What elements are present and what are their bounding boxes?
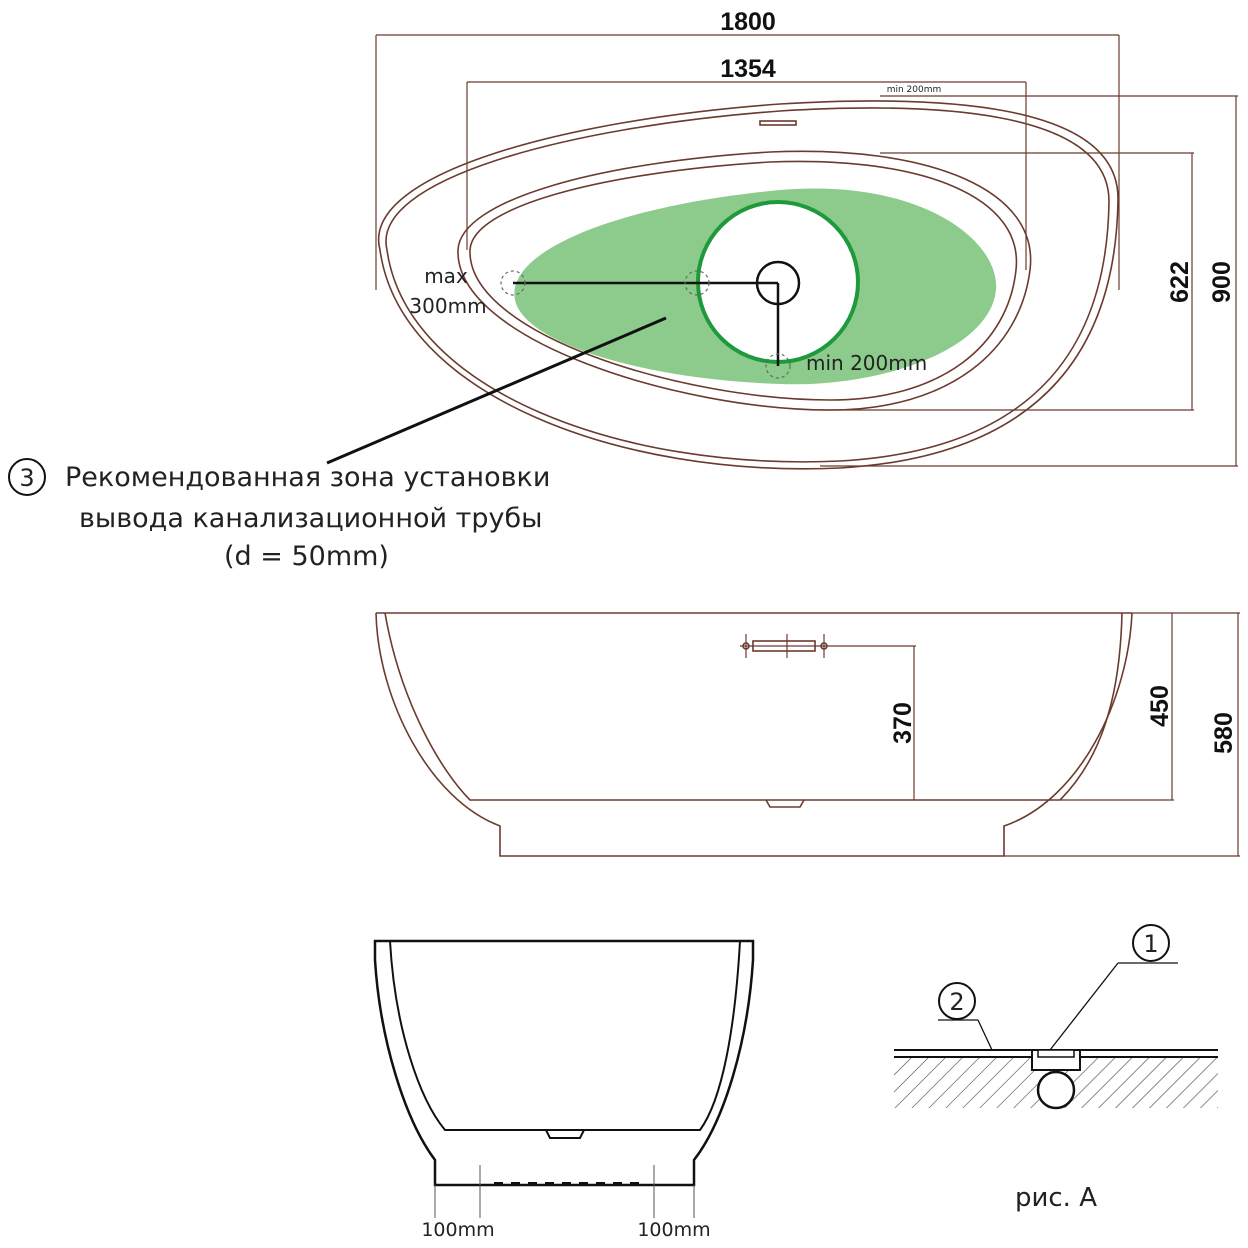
- detail-caption: рис. А: [1015, 1183, 1097, 1213]
- dim-total-height: 580: [1210, 712, 1238, 754]
- section-outer-shell: [373, 939, 755, 1187]
- marker-2-circle: [938, 982, 976, 1020]
- tub-inner-basin-edge: [469, 160, 1018, 401]
- dim-overall-length: 1800: [720, 8, 776, 36]
- leader-marker-1: [1049, 962, 1119, 1051]
- tub-outer-rim-edge: [385, 107, 1110, 463]
- label-min: min 200mm: [806, 351, 927, 375]
- dim-overflow-height: 370: [889, 702, 917, 744]
- dim-inner-length: 1354: [720, 55, 776, 83]
- side-inner-profile: [384, 612, 1123, 801]
- dim-min-offset-small: min 200mm: [887, 85, 942, 95]
- plan-view: 1800 1354 min 200mm 622 900 max 300mm mi…: [326, 8, 1238, 470]
- callout-line-3: (d = 50mm): [224, 541, 389, 572]
- drain-pipe-section: [1036, 1070, 1076, 1110]
- cross-section-view: 100mm 100mm: [373, 939, 755, 1241]
- dim-inner-width: 622: [1166, 261, 1194, 303]
- overflow-slot: [759, 120, 797, 126]
- tub-outer-rim: [377, 100, 1119, 470]
- dim-foot-left: 100mm: [421, 1219, 494, 1241]
- callout-leader: [326, 316, 667, 465]
- label-max: max: [424, 264, 468, 288]
- marker-1-circle: [1132, 924, 1170, 962]
- marker-2: 2: [949, 988, 964, 1016]
- side-outer-profile: [375, 612, 1133, 857]
- side-view: 370 450 580: [375, 612, 1240, 857]
- dim-foot-right: 100mm: [637, 1219, 710, 1241]
- side-drain-fitting: [765, 799, 805, 808]
- drain-flange-top: [1037, 1049, 1075, 1058]
- section-inner-shell: [389, 940, 741, 1131]
- dim-overall-width: 900: [1208, 261, 1236, 303]
- dim-inner-height: 450: [1146, 685, 1174, 727]
- callout-line-1: Рекомендованная зона установки: [65, 462, 550, 493]
- pipe-position-ring: [684, 270, 710, 296]
- callout-number-circle: [8, 458, 46, 496]
- section-drain-fitting: [545, 1129, 585, 1139]
- detail-a: 1 2 рис. А: [894, 924, 1218, 1213]
- pipe-position-min: [765, 353, 791, 379]
- plan-dimension-lines: [375, 34, 1238, 467]
- marker-1: 1: [1143, 930, 1158, 958]
- label-max-value: 300mm: [409, 294, 486, 318]
- pipe-position-max: [500, 270, 526, 296]
- leader-marker-2: [977, 1019, 993, 1051]
- callout-recommended-zone: 3 Рекомендованная зона установки вывода …: [8, 458, 550, 572]
- callout-line-2: вывода канализационной трубы: [79, 503, 542, 534]
- callout-number: 3: [19, 464, 34, 492]
- tub-inner-basin: [457, 150, 1032, 411]
